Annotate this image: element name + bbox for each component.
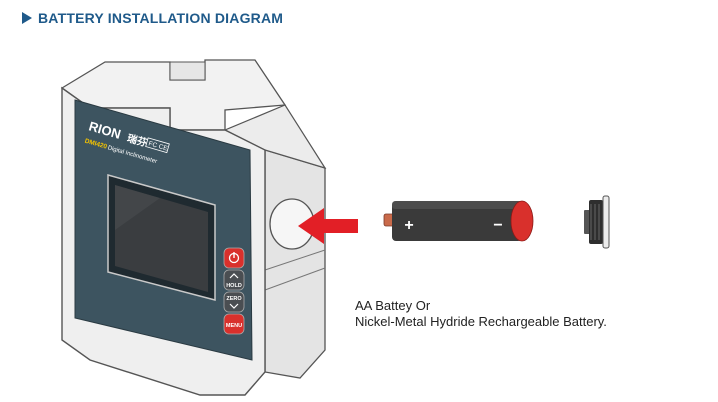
inclinometer-device: [60, 59, 327, 396]
zero-button-label: ZERO: [226, 296, 242, 302]
cap-flange: [602, 195, 610, 249]
caption-line-1: AA Battey Or: [355, 298, 431, 313]
triangle-bullet-icon: [22, 12, 32, 24]
side-groove: [264, 267, 326, 291]
caption-line-2: Nickel-Metal Hydride Rechargeable Batter…: [355, 314, 607, 329]
battery-minus-sign: −: [493, 217, 502, 234]
aa-battery: + −: [383, 200, 534, 242]
device-buttons: HOLD ZERO MENU: [223, 247, 245, 335]
cert-box: [145, 137, 170, 154]
hold-button-label: HOLD: [226, 283, 242, 289]
section-heading: BATTERY INSTALLATION DIAGRAM: [22, 10, 283, 26]
device-top-notch: [169, 61, 206, 81]
battery-caption: AA Battey Or Nickel-Metal Hydride Rechar…: [355, 298, 607, 330]
zero-button[interactable]: [223, 291, 245, 313]
hold-button[interactable]: [223, 269, 245, 291]
battery-highlight: [392, 201, 522, 209]
chevron-up-icon: [229, 273, 239, 279]
battery-plus-sign: +: [404, 217, 413, 234]
heading-title: BATTERY INSTALLATION DIAGRAM: [38, 10, 284, 26]
battery-body: [392, 201, 522, 241]
device-side-face: [264, 149, 326, 379]
battery-negative-end: [510, 200, 534, 242]
menu-button-label: MENU: [226, 323, 242, 329]
side-groove: [264, 249, 326, 271]
insert-direction-arrow-icon: [298, 208, 358, 244]
cap-knob: [584, 210, 590, 234]
menu-button[interactable]: [223, 313, 245, 335]
chevron-down-icon: [229, 303, 239, 309]
battery-cap: [584, 195, 610, 249]
screen-glare: [115, 185, 160, 230]
